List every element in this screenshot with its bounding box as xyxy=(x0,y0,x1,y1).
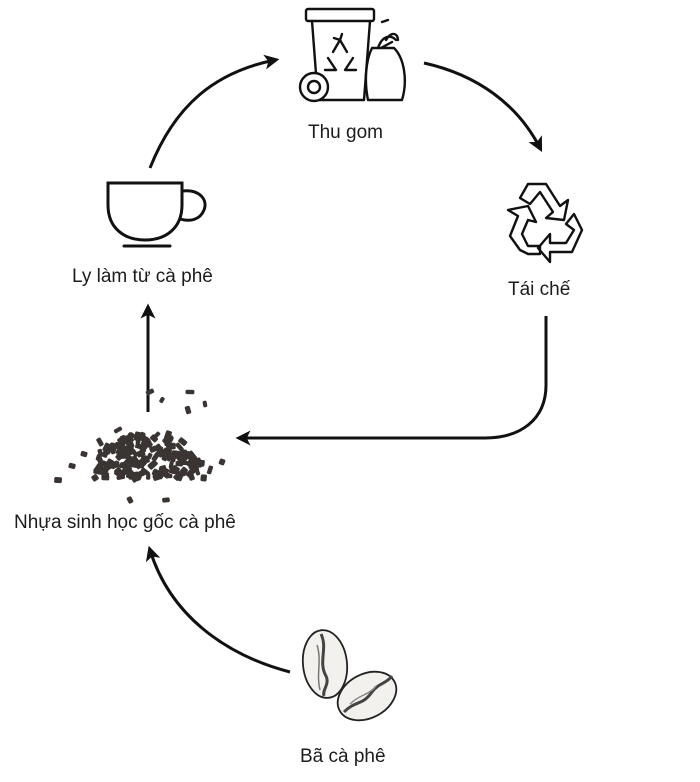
coffee-beans-icon xyxy=(301,629,398,722)
node-label-bioplastic: Nhựa sinh học gốc cà phê xyxy=(14,512,236,533)
arrow-grounds-to-bioplastic xyxy=(145,545,291,674)
node-label-collect: Thu gom xyxy=(308,122,383,143)
arrow-cup-to-collect xyxy=(148,54,280,169)
node-label-cup: Ly làm từ cà phê xyxy=(72,266,213,287)
arrow-collect-to-recycle xyxy=(423,61,543,153)
bioplastic-pellets-icon xyxy=(54,388,226,504)
recycling-bin-icon xyxy=(298,7,406,103)
coffee-cup-icon xyxy=(106,181,207,248)
node-label-recycle: Tái chế xyxy=(508,279,571,300)
recycle-symbol-icon xyxy=(506,182,584,264)
arrow-recycle-to-bioplastic xyxy=(235,316,548,446)
node-label-grounds: Bã cà phê xyxy=(300,746,386,767)
